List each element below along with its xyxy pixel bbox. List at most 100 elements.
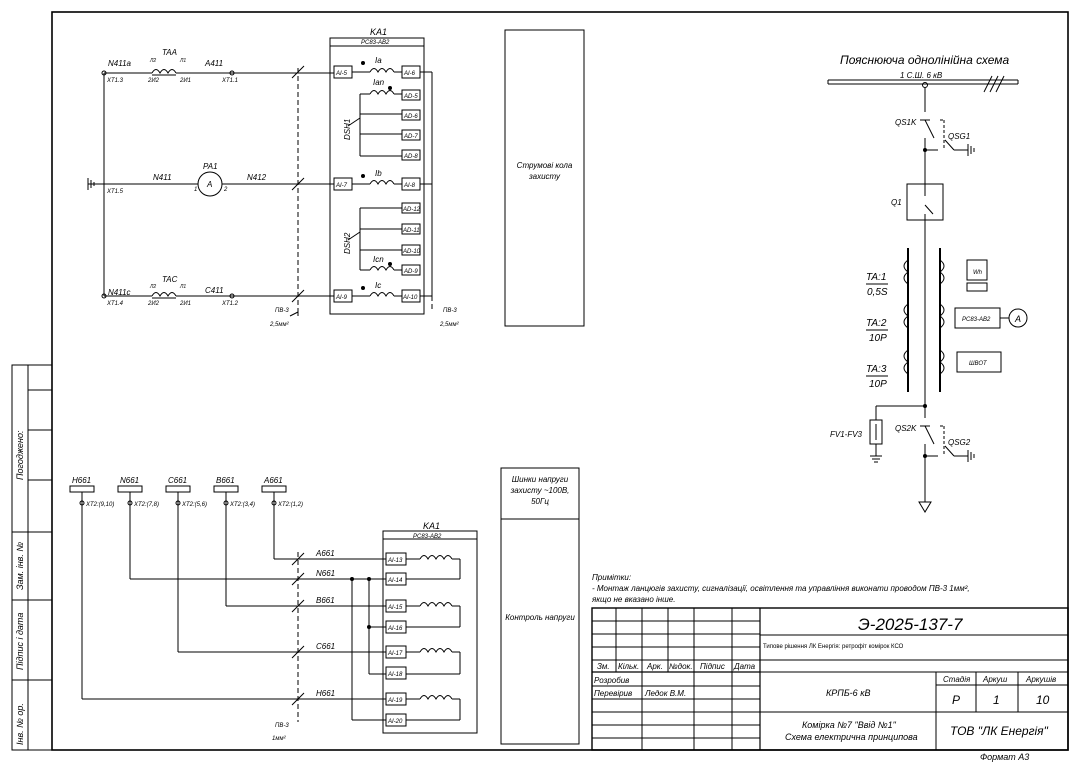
format-label: Формат А3 [980, 752, 1029, 762]
terminal-ai16: AI-16 [387, 626, 403, 632]
terminal-ad10: AD-10 [402, 249, 421, 255]
stage-value: Р [952, 693, 960, 707]
hdr-zm: Зм. [597, 662, 610, 671]
wire-n661: N661 [316, 569, 335, 578]
drawing-frame [11, 11, 1069, 751]
label-i1-c: 2И1 [179, 301, 191, 307]
voltage-box-label: Контроль напруги [505, 613, 575, 622]
label-i2-c: 2И2 [147, 301, 160, 307]
hdr-ark: Арк. [646, 662, 663, 671]
terminal-ai13: AI-13 [387, 558, 403, 564]
sheet-value: 1 [993, 693, 1000, 707]
hdr-ndoc: №док. [669, 662, 693, 671]
label-tac: TAC [162, 275, 178, 284]
wire-b661: B661 [316, 596, 335, 605]
label-xt13: XT1.3 [106, 78, 124, 84]
doc-description: Типове рішення ЛК Енергія: ретрофіт комі… [763, 644, 904, 650]
sld-ta2: TA:2 [866, 318, 887, 329]
label-xt12: XT1.2 [221, 301, 239, 307]
sld-ta3: TA:3 [866, 364, 887, 375]
label-n411c: N411c [108, 288, 131, 297]
sld-title: Пояснююча однолінійна схема [840, 53, 1010, 67]
single-line-diagram [827, 75, 1028, 513]
ka1-model: РС83-АВ2 [361, 40, 390, 46]
coil-ib: Ib [375, 169, 382, 178]
wire-a661: A661 [315, 549, 335, 558]
terminal-ai8: AI-8 [403, 183, 416, 189]
notes-line-1: - Монтаж ланцюгів захисту, сигналізації,… [592, 584, 970, 593]
terminal-ad11: AD-11 [402, 228, 420, 234]
sld-ta3-class: 10P [869, 379, 887, 390]
dsh2-label: DSH2 [343, 232, 352, 254]
voltage-box-header: Шинки напруги захисту ~100В, 50Гц [510, 475, 570, 506]
terminal-ai19: AI-19 [387, 698, 403, 704]
bus-b661: B661 [216, 476, 235, 485]
terminal-ai10: AI-10 [402, 295, 418, 301]
coil-ian: Ian [373, 78, 385, 87]
label-pv-section-2: 2,5мм² [439, 322, 460, 328]
label-pa-a: A [206, 180, 212, 189]
sheets-value: 10 [1036, 693, 1050, 707]
stamp-approved: Погоджено: [15, 430, 25, 480]
current-box-label: Струмові кола захисту [516, 161, 573, 181]
label-pa1: PA1 [203, 162, 218, 171]
label-pv-section: 2,5мм² [269, 322, 290, 328]
bus-h661-terminal: XT2:(9,10) [85, 502, 114, 508]
notes-line-2: якщо не вказано інше. [591, 595, 675, 604]
wire-c661: C661 [316, 642, 335, 651]
current-circuit [87, 29, 585, 327]
drawing-title-1: Комірка №7 "Ввід №1" [802, 720, 897, 730]
sld-node-1 [923, 148, 927, 152]
label-pv-cable: ПВ-3 [275, 308, 289, 314]
sld-ta2-class: 10P [869, 333, 887, 344]
hdr-data: Дата [733, 662, 756, 671]
terminal-ai14: AI-14 [387, 578, 403, 584]
stamp-sign-date: Підпис і дата [15, 613, 25, 670]
terminal-ai9: AI-9 [335, 295, 348, 301]
label-c411: C411 [205, 286, 224, 295]
sld-qs2k: QS2K [895, 424, 917, 433]
sheet-label: Аркуш [982, 675, 1008, 684]
stage-label: Стадія [943, 675, 971, 684]
sld-qsg1: QSG1 [948, 132, 970, 141]
sld-qs1k: QS1K [895, 118, 917, 127]
sld-ammeter: A [1014, 314, 1021, 324]
sld-node-3 [923, 454, 927, 458]
sld-ta1: TA:1 [866, 272, 886, 283]
bus-h661: H661 [72, 476, 91, 485]
sld-fv: FV1-FV3 [830, 430, 863, 439]
bus-a661-terminal: XT2:(1,2) [277, 502, 303, 508]
terminal-ai17: AI-17 [387, 651, 403, 657]
terminal-ad5: AD-5 [403, 94, 418, 100]
role-checker: Перевірив [594, 689, 632, 698]
coil-icn: Icn [373, 255, 384, 264]
stamp-inv-orig: Інв. № ор. [15, 703, 25, 745]
name-checker: Ледок В.М. [644, 689, 686, 698]
ka1-dot-b [361, 174, 365, 178]
bus-a661: A661 [263, 476, 283, 485]
sld-rs: РС83-АВ2 [962, 317, 991, 323]
n661-node-1 [367, 577, 371, 581]
label-a411: A411 [204, 59, 223, 68]
wire-h661: H661 [316, 689, 335, 698]
stamp-replace-inv: Зам. інв. № [15, 542, 25, 590]
terminal-ad12: AD-12 [402, 207, 421, 213]
ka1-dot-a [361, 61, 365, 65]
sld-wh: Wh [973, 270, 983, 276]
label-l1-c: Л1 [179, 284, 186, 290]
bus-n661-terminal: XT2:(7,8) [133, 502, 159, 508]
drawing-title-2: Схема електрична принципова [785, 732, 918, 742]
ka1-dot-c [361, 286, 365, 290]
terminal-ai15: AI-15 [387, 605, 403, 611]
company-name: ТОВ "ЛК Енергія" [950, 724, 1049, 738]
label-l2-c: Л2 [149, 284, 156, 290]
voltage-pv-cable: ПВ-3 [275, 723, 289, 729]
ka1v-title: KA1 [423, 521, 440, 531]
doc-number: Э-2025-137-7 [858, 615, 963, 634]
label-n412: N412 [247, 173, 267, 182]
title-block-frame [591, 607, 1069, 751]
label-i2-a: 2И2 [147, 78, 160, 84]
terminal-ad8: AD-8 [403, 154, 418, 160]
sld-bus: 1 С.Ш. 6 кВ [900, 71, 943, 80]
